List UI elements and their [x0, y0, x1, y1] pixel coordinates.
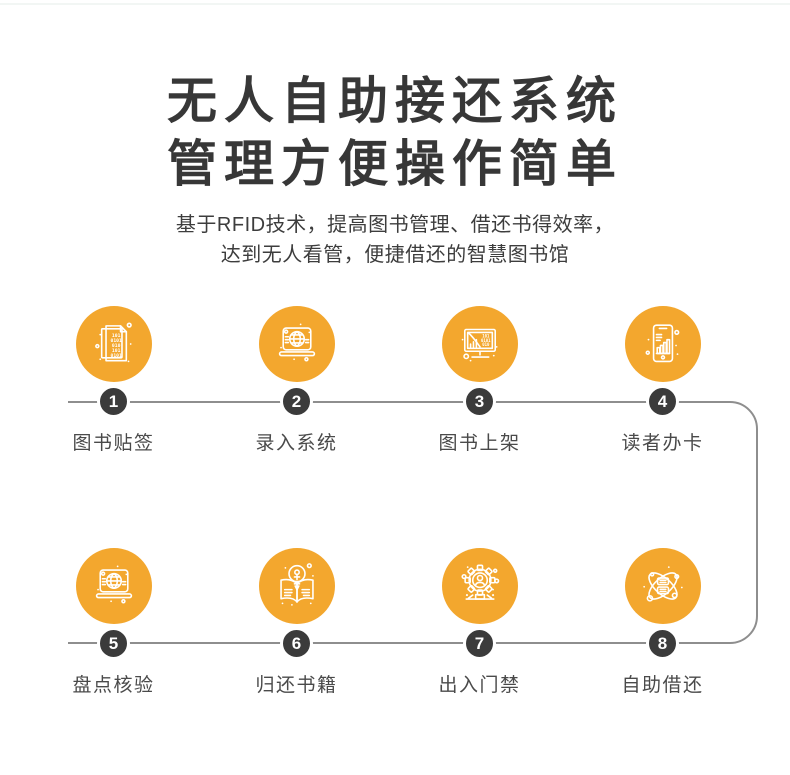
book-bulb-icon — [268, 557, 326, 615]
step-number-badge: 6 — [280, 627, 313, 660]
step-number-badge: 4 — [646, 385, 679, 418]
step-label: 自助借还 — [621, 675, 704, 696]
step-item-6: 6 归还书籍 — [205, 548, 388, 697]
laptop-globe-icon — [85, 557, 143, 615]
step-item-7: 7 出入门禁 — [388, 548, 571, 697]
step-number-badge: 1 — [97, 385, 130, 418]
step-label: 读者办卡 — [621, 433, 704, 454]
step-label: 归还书籍 — [255, 675, 338, 696]
step-icon-circle — [441, 548, 518, 624]
step-number-badge: 7 — [463, 627, 496, 660]
page-title-line2: 管理方便操作简单 — [167, 136, 623, 192]
step-label: 图书上架 — [438, 433, 521, 454]
page-subtitle: 基于RFID技术，提高图书管理、借还书得效率， 达到无人看管，便捷借还的智慧图书… — [0, 210, 790, 270]
step-item-2: 2 录入系统 — [205, 306, 388, 455]
step-number-badge: 8 — [646, 627, 679, 660]
step-label: 出入门禁 — [438, 675, 521, 696]
page-title-line1: 无人自助接还系统 — [167, 73, 623, 129]
binary-documents-icon — [85, 315, 143, 373]
step-number-badge: 5 — [97, 627, 130, 660]
page-subtitle-line1: 基于RFID技术，提高图书管理、借还书得效率， — [175, 214, 615, 236]
step-label: 录入系统 — [255, 433, 338, 454]
step-number-badge: 2 — [280, 385, 313, 418]
step-icon-circle — [75, 548, 152, 624]
step-icon-circle — [624, 306, 701, 382]
step-icon-circle — [258, 548, 335, 624]
gear-user-icon — [451, 557, 509, 615]
top-divider-line — [0, 3, 790, 5]
step-icon-circle — [75, 306, 152, 382]
step-number-badge: 3 — [463, 385, 496, 418]
page-subtitle-line2: 达到无人看管，便捷借还的智慧图书馆 — [220, 244, 570, 266]
step-item-3: 3 图书上架 — [388, 306, 571, 455]
laptop-globe-icon — [268, 315, 326, 373]
page-title: 无人自助接还系统 管理方便操作简单 — [0, 70, 790, 196]
step-item-5: 5 盘点核验 — [22, 548, 205, 697]
step-item-4: 4 读者办卡 — [571, 306, 754, 455]
step-item-8: 8 自助借还 — [571, 548, 754, 697]
atom-docs-icon — [634, 557, 692, 615]
step-label: 图书贴签 — [72, 433, 155, 454]
step-label: 盘点核验 — [72, 675, 155, 696]
step-item-1: 1 图书贴签 — [22, 306, 205, 455]
step-icon-circle — [624, 548, 701, 624]
monitor-chart-icon — [451, 315, 509, 373]
step-icon-circle — [258, 306, 335, 382]
step-icon-circle — [441, 306, 518, 382]
phone-stats-icon — [634, 315, 692, 373]
